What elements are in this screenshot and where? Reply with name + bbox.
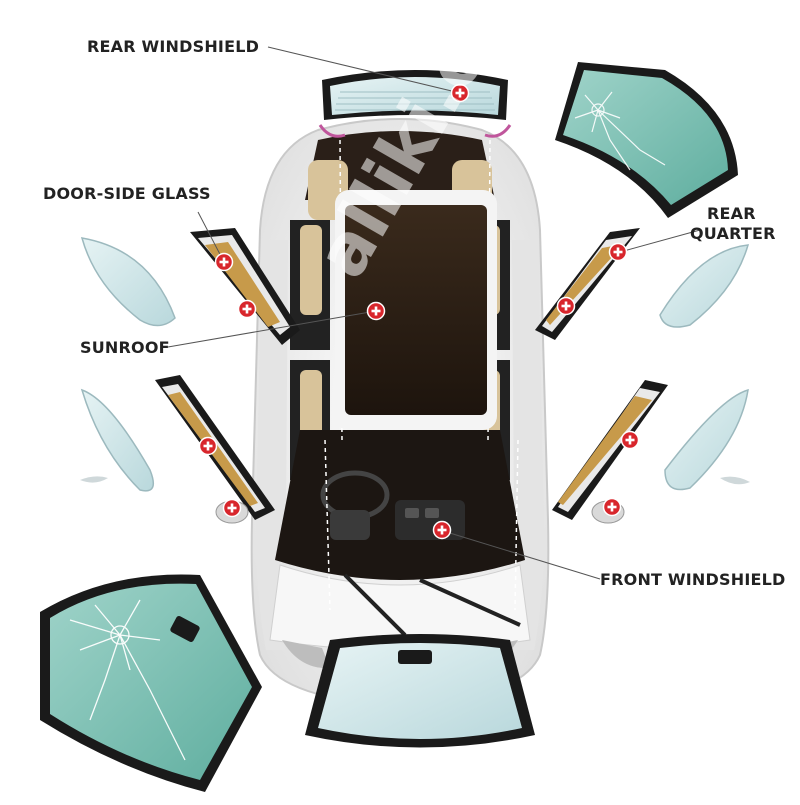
label-rear-quarter-line1: REAR (707, 204, 756, 223)
plus-marker-icon[interactable] (222, 498, 242, 518)
plus-marker-icon[interactable] (198, 436, 218, 456)
crack-icon (69, 599, 186, 761)
rear-quarter-glass-detached (659, 244, 750, 328)
plus-marker-icon[interactable] (608, 242, 628, 262)
front-windshield-glass (305, 634, 535, 748)
plus-marker-icon[interactable] (214, 252, 234, 272)
plus-marker-icon[interactable] (366, 301, 386, 321)
crack-icon (574, 91, 666, 171)
label-sunroof: SUNROOF (80, 338, 170, 357)
sunroof-glass (335, 190, 497, 430)
wiper-right (419, 578, 521, 627)
wiper-left (343, 573, 407, 637)
label-front-windshield: FRONT WINDSHIELD (600, 570, 786, 589)
door-front-right (552, 380, 668, 520)
door-rear-right (535, 228, 640, 340)
cracked-rear-glass-panel (555, 62, 738, 218)
door-glass-right-front-detached (664, 388, 750, 491)
leader-lines (167, 46, 701, 580)
door-glass-left-front-detached (80, 388, 155, 492)
label-door-side-glass: DOOR-SIDE GLASS (43, 184, 211, 203)
door-glass-left-rear-detached (80, 237, 176, 327)
label-rear-quarter-line2: QUARTER (690, 224, 776, 243)
plus-marker-icon[interactable] (602, 497, 622, 517)
plus-marker-icon[interactable] (620, 430, 640, 450)
plus-marker-icon[interactable] (556, 296, 576, 316)
plus-marker-icon[interactable] (237, 299, 257, 319)
rear-windshield-glass (318, 70, 512, 138)
label-rear-windshield: REAR WINDSHIELD (87, 37, 260, 56)
plus-marker-icon[interactable] (432, 520, 452, 540)
cracked-front-windshield-panel (40, 574, 262, 792)
